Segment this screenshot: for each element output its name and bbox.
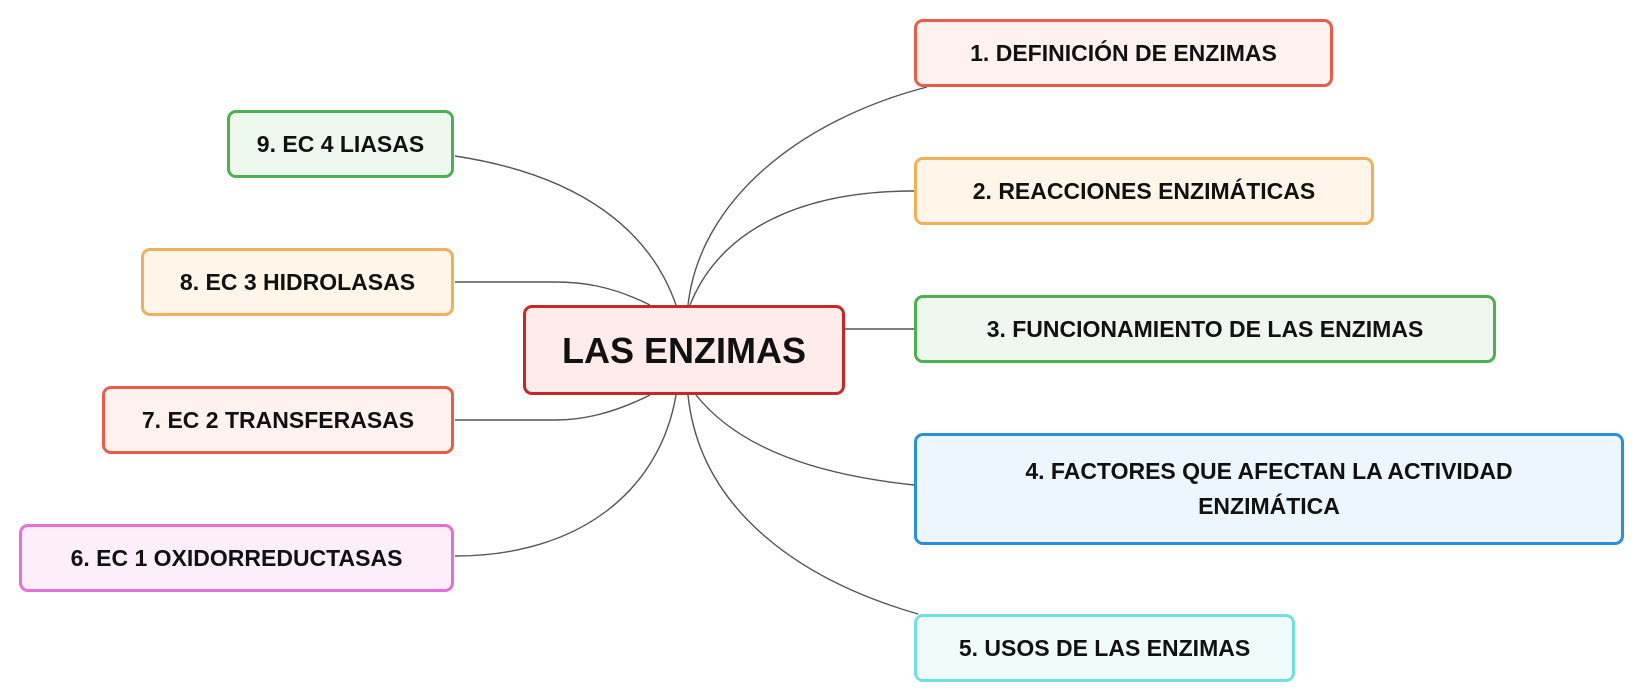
topic-ec3-hidrolasas[interactable]: 8. EC 3 HIDROLASAS <box>141 248 454 316</box>
topic-ec2-transferasas[interactable]: 7. EC 2 TRANSFERASAS <box>102 386 454 454</box>
topic-definicion-de-enzimas[interactable]: 1. DEFINICIÓN DE ENZIMAS <box>914 19 1333 87</box>
topic-funcionamiento-de-las-enzimas[interactable]: 3. FUNCIONAMIENTO DE LAS ENZIMAS <box>914 295 1496 363</box>
topic-ec1-oxidorreductasas[interactable]: 6. EC 1 OXIDORREDUCTASAS <box>19 524 454 592</box>
connector-2 <box>689 190 915 306</box>
connector-5 <box>687 394 919 615</box>
central-topic-las-enzimas[interactable]: LAS ENZIMAS <box>523 305 845 395</box>
topic-factores-actividad-enzimatica[interactable]: 4. FACTORES QUE AFECTAN LA ACTIVIDAD ENZ… <box>914 433 1624 545</box>
topic-usos-de-las-enzimas[interactable]: 5. USOS DE LAS ENZIMAS <box>914 614 1295 682</box>
connector-7 <box>455 394 651 421</box>
topic-ec4-liasas[interactable]: 9. EC 4 LIASAS <box>227 110 454 178</box>
connector-9 <box>454 155 677 306</box>
connector-8 <box>455 281 651 306</box>
connector-4 <box>695 394 915 486</box>
topic-reacciones-enzimaticas[interactable]: 2. REACCIONES ENZIMÁTICAS <box>914 157 1374 225</box>
connector-6 <box>454 394 677 557</box>
connector-1 <box>687 86 928 306</box>
